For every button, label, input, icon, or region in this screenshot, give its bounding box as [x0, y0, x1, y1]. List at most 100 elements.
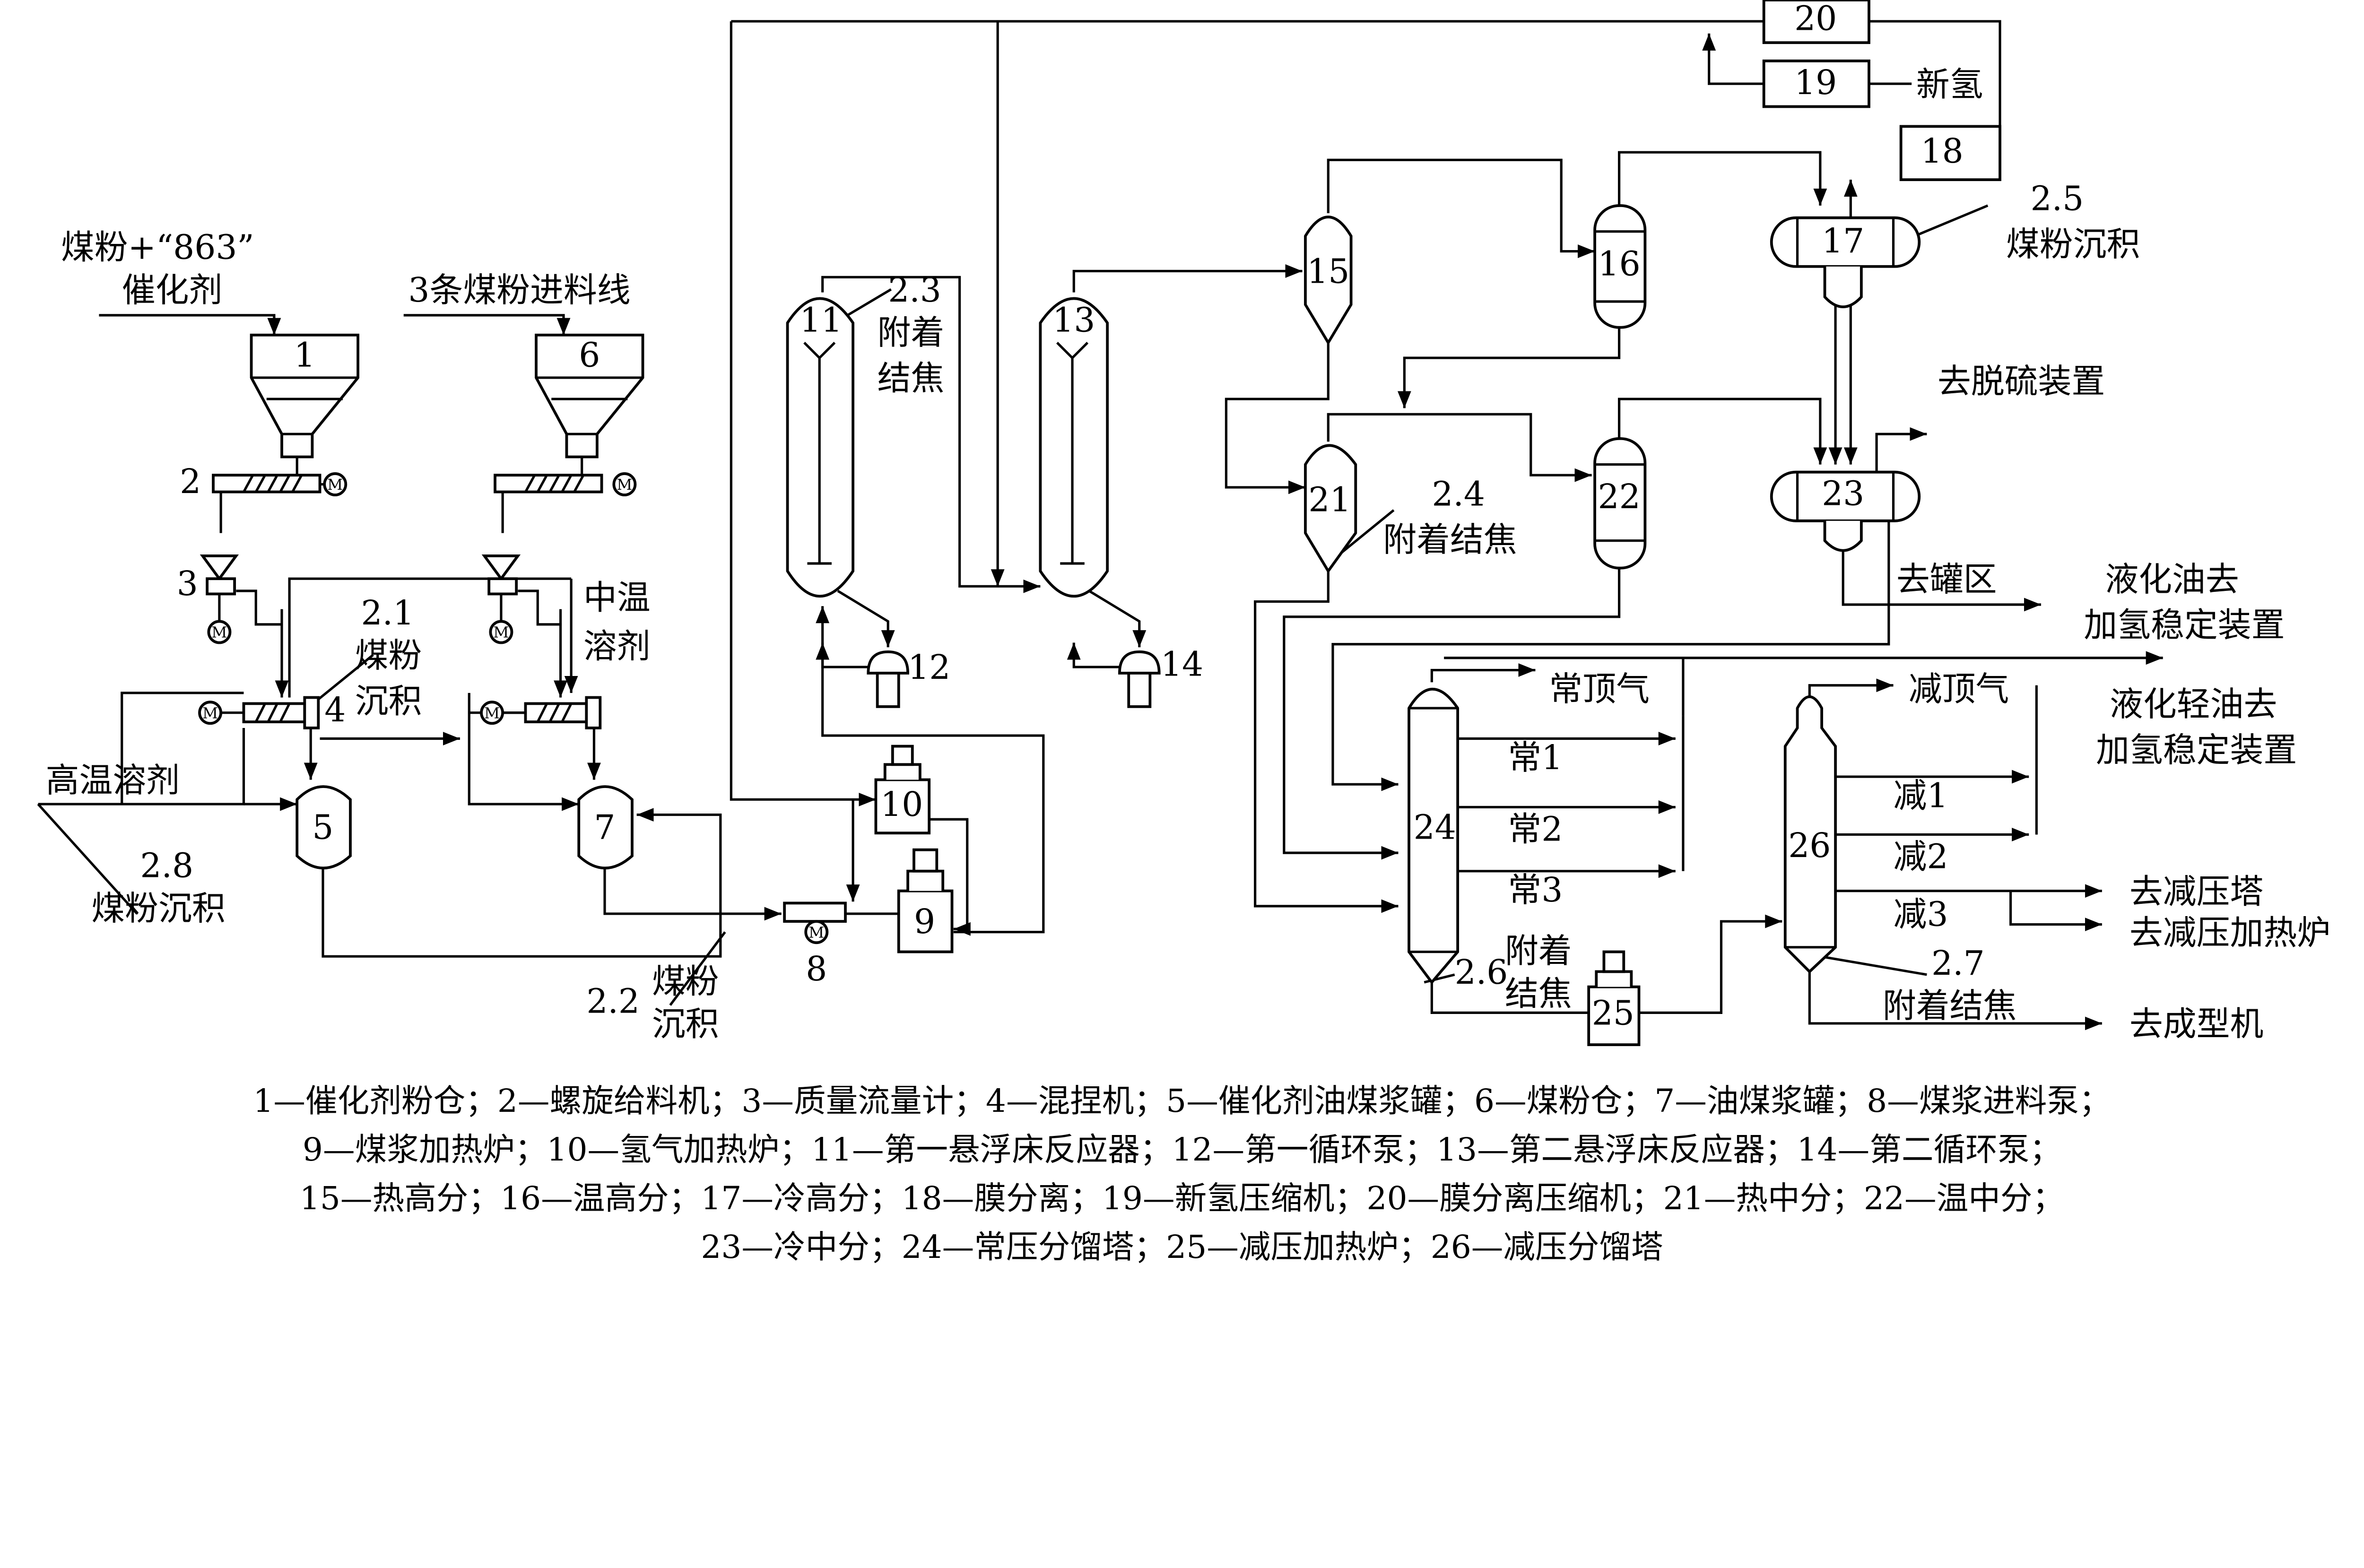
svg-text:M: M — [493, 624, 509, 641]
circulation-pump-12: 12 — [867, 648, 950, 708]
svg-text:煤粉+“863”: 煤粉+“863” — [61, 228, 254, 267]
svg-text:14: 14 — [1161, 645, 1203, 684]
to-vac-heater-label: 去减压加热炉 — [2129, 913, 2330, 952]
reactor-13: 13 — [1039, 297, 1109, 598]
label-6: 6 — [579, 336, 600, 375]
to-vac-tower-label: 去减压塔 — [2129, 872, 2263, 911]
legend-line: 1—催化剂粉仓；2—螺旋给料机；3—质量流量计；4—混捏机；5—催化剂油煤浆罐；… — [253, 1082, 2111, 1119]
cold-hp-separator-17: 17 — [1770, 216, 1921, 308]
process-flow-diagram: 1 6 M M M M 2 3 M — [37, 0, 2330, 1265]
stream-labels: 煤粉+“863” 催化剂 3条煤粉进料线 中温 溶剂 高温溶剂 新氢 去脱硫装置… — [46, 65, 2330, 1044]
svg-text:高温溶剂: 高温溶剂 — [46, 761, 180, 800]
svg-text:煤粉: 煤粉 — [652, 962, 719, 1001]
svg-text:10: 10 — [880, 785, 923, 824]
annotation-2-5-text: 煤粉沉积 — [2006, 225, 2140, 264]
feed-pump-8: M 8 — [783, 901, 847, 988]
motor-icon — [480, 701, 504, 725]
svg-text:减1: 减1 — [1893, 776, 1948, 815]
svg-text:20: 20 — [1794, 0, 1837, 38]
light-oil-label: 液化轻油去 — [2110, 684, 2277, 724]
svg-text:M: M — [617, 476, 632, 494]
cold-mp-separator-23: 23 — [1770, 470, 1921, 552]
svg-text:22: 22 — [1598, 477, 1641, 516]
slurry-heater-9: 9 — [897, 848, 954, 953]
motor-icon — [207, 620, 232, 644]
svg-text:结焦: 结焦 — [1505, 974, 1572, 1013]
svg-text:去脱硫装置: 去脱硫装置 — [1938, 362, 2105, 401]
slurry-tank-5: 5 — [296, 785, 352, 870]
svg-text:11: 11 — [800, 300, 842, 339]
svg-text:5: 5 — [312, 807, 333, 847]
svg-text:附着结焦: 附着结焦 — [1883, 986, 2016, 1025]
svg-text:2.7: 2.7 — [1931, 944, 1985, 983]
warm-hp-separator-16: 16 — [1593, 204, 1647, 329]
svg-text:附着结焦: 附着结焦 — [1383, 520, 1517, 559]
svg-text:15: 15 — [1307, 251, 1349, 291]
svg-text:3条煤粉进料线: 3条煤粉进料线 — [408, 270, 630, 310]
svg-text:2.6: 2.6 — [1455, 953, 1508, 992]
svg-text:M: M — [327, 476, 343, 494]
svg-text:M: M — [202, 704, 218, 722]
circulation-pump-14: 14 — [1118, 645, 1203, 708]
motor-icon — [198, 701, 223, 725]
svg-text:9: 9 — [914, 902, 935, 941]
svg-text:常1: 常1 — [1508, 738, 1563, 777]
svg-text:19: 19 — [1794, 63, 1837, 102]
svg-text:减2: 减2 — [1893, 837, 1948, 876]
coal-hopper-6: 6 — [535, 333, 644, 459]
svg-text:2.1: 2.1 — [361, 593, 415, 632]
svg-text:12: 12 — [908, 648, 950, 687]
fouling-annotations: 2.1 煤粉 沉积 2.2 煤粉 沉积 2.3 附着 结焦 2.4 附着结焦 2… — [91, 179, 2140, 1044]
annotation-2-5-number: 2.5 — [2030, 179, 2084, 218]
svg-text:21: 21 — [1308, 480, 1351, 520]
svg-text:13: 13 — [1052, 300, 1095, 339]
membrane-separator-18: 18 — [1899, 125, 2001, 182]
svg-text:新氢: 新氢 — [1916, 65, 1983, 104]
flow-meter-3: M M — [200, 554, 521, 644]
svg-text:催化剂: 催化剂 — [122, 270, 223, 310]
svg-text:18: 18 — [1921, 131, 1964, 171]
svg-text:8: 8 — [806, 949, 827, 988]
hot-mp-separator-21: 21 — [1304, 444, 1357, 574]
svg-text:附着: 附着 — [878, 313, 945, 352]
svg-text:去罐区: 去罐区 — [1896, 560, 1997, 599]
svg-text:减顶气: 减顶气 — [1909, 669, 2009, 709]
catalyst-hopper-1: 1 — [250, 333, 359, 459]
legend-line: 15—热高分；16—温高分；17—冷高分；18—膜分离；19—新氢压缩机；20—… — [300, 1179, 2064, 1217]
svg-text:26: 26 — [1788, 826, 1831, 865]
svg-text:M: M — [808, 923, 824, 941]
motor-icon — [489, 620, 513, 644]
svg-text:25: 25 — [1592, 993, 1634, 1032]
legend-line: 9—煤浆加热炉；10—氢气加热炉；11—第一悬浮床反应器；12—第一循环泵；13… — [303, 1131, 2061, 1168]
svg-text:M: M — [484, 704, 500, 722]
motor-icon — [323, 472, 348, 496]
reactor-11: 11 — [786, 297, 855, 598]
svg-text:结焦: 结焦 — [878, 359, 945, 398]
slurry-tank-7: 7 — [577, 785, 634, 870]
svg-text:2.2: 2.2 — [586, 981, 640, 1021]
svg-text:2.3: 2.3 — [888, 270, 941, 310]
new-h2-compressor-19: 19 — [1762, 59, 1870, 108]
vacuum-tower-26: 26 — [1783, 695, 1837, 974]
screw-feeder-6: M — [494, 457, 637, 496]
svg-text:中温: 中温 — [583, 578, 651, 617]
hot-hp-separator-15: 15 — [1304, 216, 1353, 346]
svg-text:常顶气: 常顶气 — [1549, 669, 1650, 709]
svg-text:16: 16 — [1598, 244, 1641, 283]
svg-text:17: 17 — [1822, 221, 1864, 260]
svg-text:M: M — [211, 624, 227, 641]
label-2: 2 — [180, 462, 201, 501]
svg-text:煤粉沉积: 煤粉沉积 — [91, 889, 225, 928]
warm-mp-separator-22: 22 — [1593, 437, 1647, 570]
label-4: 4 — [324, 690, 346, 729]
label-3: 3 — [177, 564, 198, 603]
screw-feeder-2: M — [212, 457, 348, 496]
atmospheric-tower-24: 24 — [1408, 688, 1460, 985]
svg-text:7: 7 — [594, 807, 615, 847]
liq-oil-label: 液化油去 — [2105, 560, 2239, 599]
light-oil-label: 加氢稳定装置 — [2096, 730, 2297, 770]
svg-text:24: 24 — [1414, 807, 1456, 847]
flow-lines — [37, 20, 2163, 1031]
liq-oil-label: 加氢稳定装置 — [2084, 606, 2285, 645]
legend-line: 23—冷中分；24—常压分馏塔；25—减压加热炉；26—减压分馏塔 — [701, 1228, 1663, 1265]
